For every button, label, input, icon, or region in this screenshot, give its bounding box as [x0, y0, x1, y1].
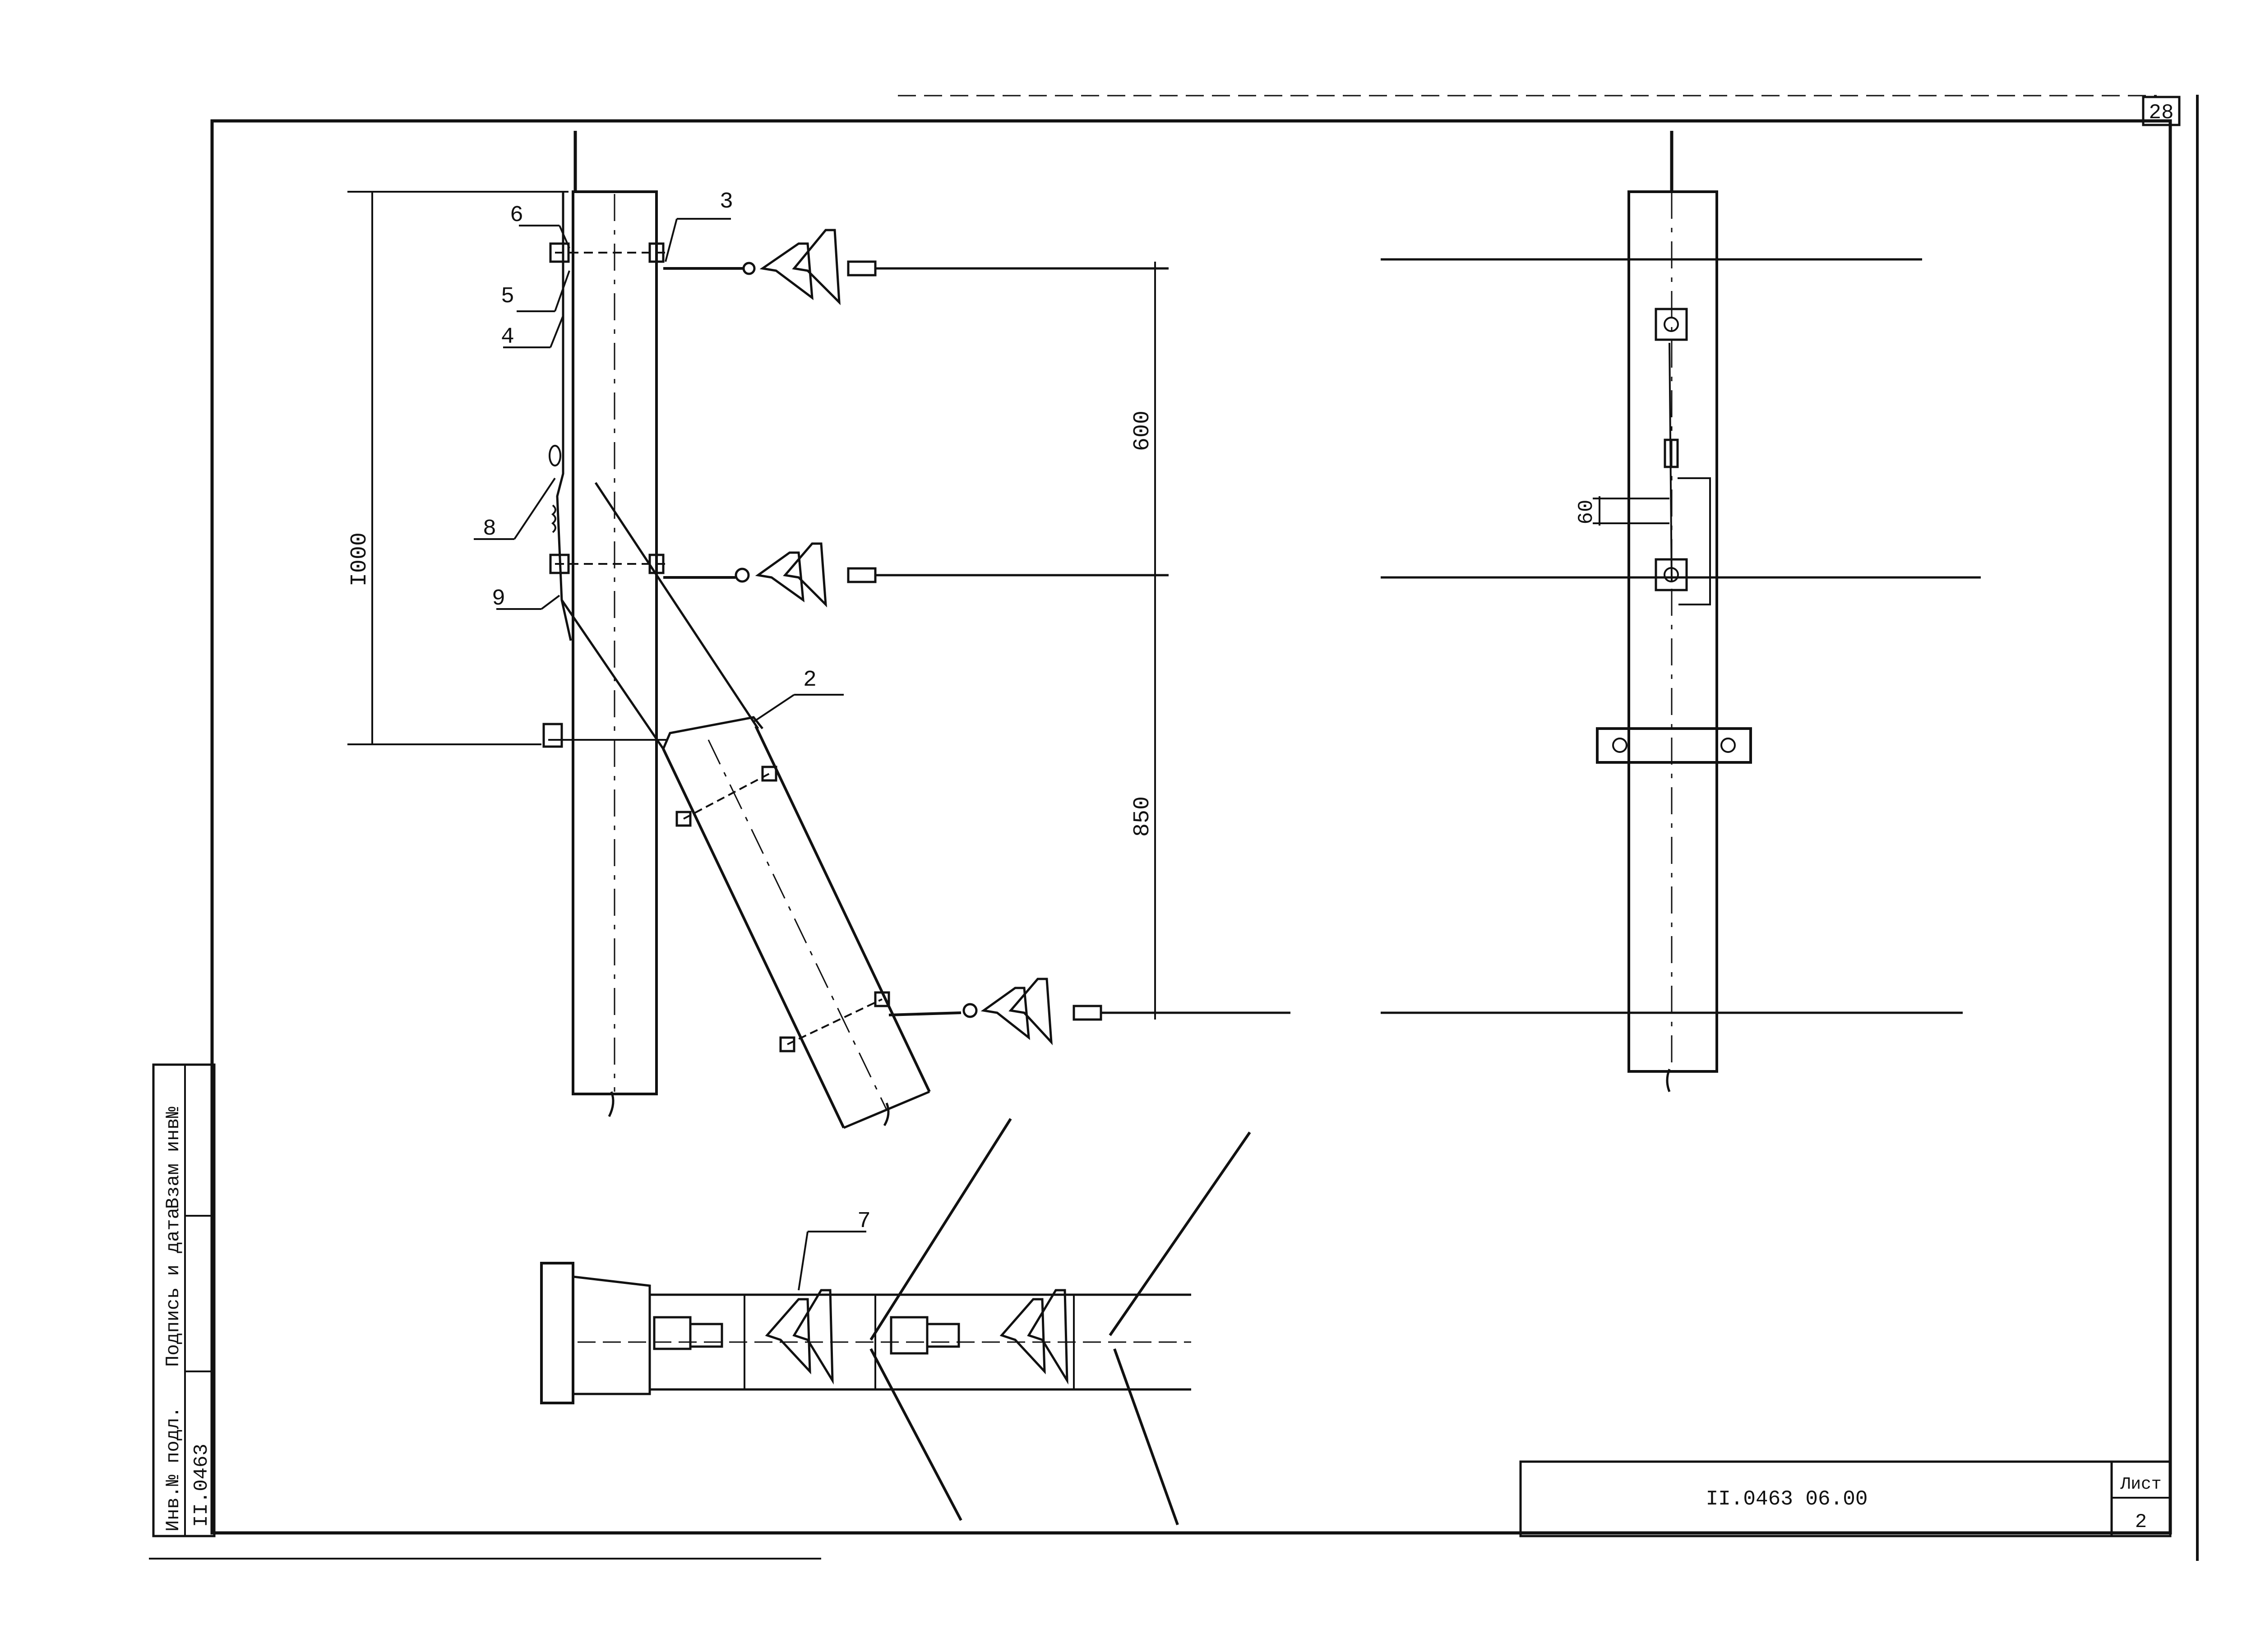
- callout-2: 2: [803, 667, 817, 693]
- drawing-frame: [149, 95, 2199, 1561]
- title-block: II.0463 06.00 Лист 2: [1519, 1460, 2172, 1537]
- side-brace-bracket: [1596, 727, 1752, 764]
- brace-bracket: [662, 716, 763, 749]
- dimension-side-gap: 60: [1575, 499, 1598, 524]
- detail-insulator-2: [999, 1298, 1046, 1375]
- side-clamp-top: [1655, 308, 1688, 341]
- brace: [560, 482, 931, 1129]
- callout-4: 4: [501, 324, 514, 350]
- ground-conductor: [556, 192, 572, 641]
- drawing-code: II.0463 06.00: [1706, 1487, 1868, 1511]
- sheet-number: 2: [2135, 1511, 2147, 1533]
- callout-7: 7: [857, 1209, 871, 1234]
- sheet-label: Лист: [2120, 1475, 2161, 1494]
- side-view: 60: [1381, 131, 1981, 1092]
- bottom-detail: 7: [540, 1118, 1251, 1526]
- main-pole: [572, 131, 658, 1117]
- page-number: 28: [2149, 101, 2173, 125]
- replace-inventory-label: Взам инв№: [162, 1107, 184, 1209]
- inventory-value: II.0463: [190, 1444, 213, 1527]
- side-stamp: Инв.№ подл. Подпись и дата Взам инв№ II.…: [152, 1063, 216, 1537]
- detail-insulator-1: [765, 1298, 811, 1375]
- signature-date-label: Подпись и дата: [162, 1208, 184, 1367]
- dimension-lower-spacing: 850: [1130, 796, 1156, 837]
- callout-9: 9: [492, 586, 505, 612]
- insulator-string-middle: [663, 542, 1169, 608]
- inventory-label: Инв.№ подл.: [162, 1407, 184, 1532]
- dimension-lines: [347, 191, 1169, 1020]
- page-number-box: 28: [2142, 96, 2181, 126]
- callout-leaders: [474, 218, 844, 723]
- side-clamp-middle: [1655, 558, 1688, 591]
- callout-3: 3: [720, 189, 733, 215]
- callout-5: 5: [501, 284, 514, 309]
- dimension-upper-spacing: 600: [1130, 411, 1156, 451]
- callout-6: 6: [510, 203, 523, 228]
- insulator-string-bottom: [888, 978, 1290, 1045]
- front-view: I000 600 850 6 5 4 3 8 9 2: [347, 131, 1290, 1129]
- dimension-total-height: I000: [347, 532, 373, 586]
- callout-8: 8: [483, 516, 496, 542]
- insulator-string-top: [663, 229, 1169, 305]
